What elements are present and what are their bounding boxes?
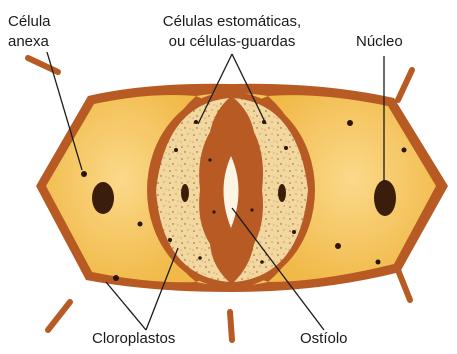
left-annex-nucleus [92, 182, 114, 214]
label-celula-anexa-line2: anexa [8, 33, 49, 51]
label-estomaticas-line2: ou células-guardas [142, 33, 322, 51]
label-estomaticas-line1: Células estomáticas, [142, 13, 322, 31]
right-annex-nucleus [374, 180, 396, 216]
label-ostiolo: Ostíolo [300, 330, 348, 348]
left-guard-nucleus [181, 184, 189, 202]
leader-cloroplastos-right [106, 282, 146, 330]
right-guard-nucleus [278, 184, 286, 202]
label-cloroplastos: Cloroplastos [92, 330, 175, 348]
label-nucleo: Núcleo [356, 33, 403, 51]
label-celula-anexa-line1: Célula [8, 13, 51, 31]
